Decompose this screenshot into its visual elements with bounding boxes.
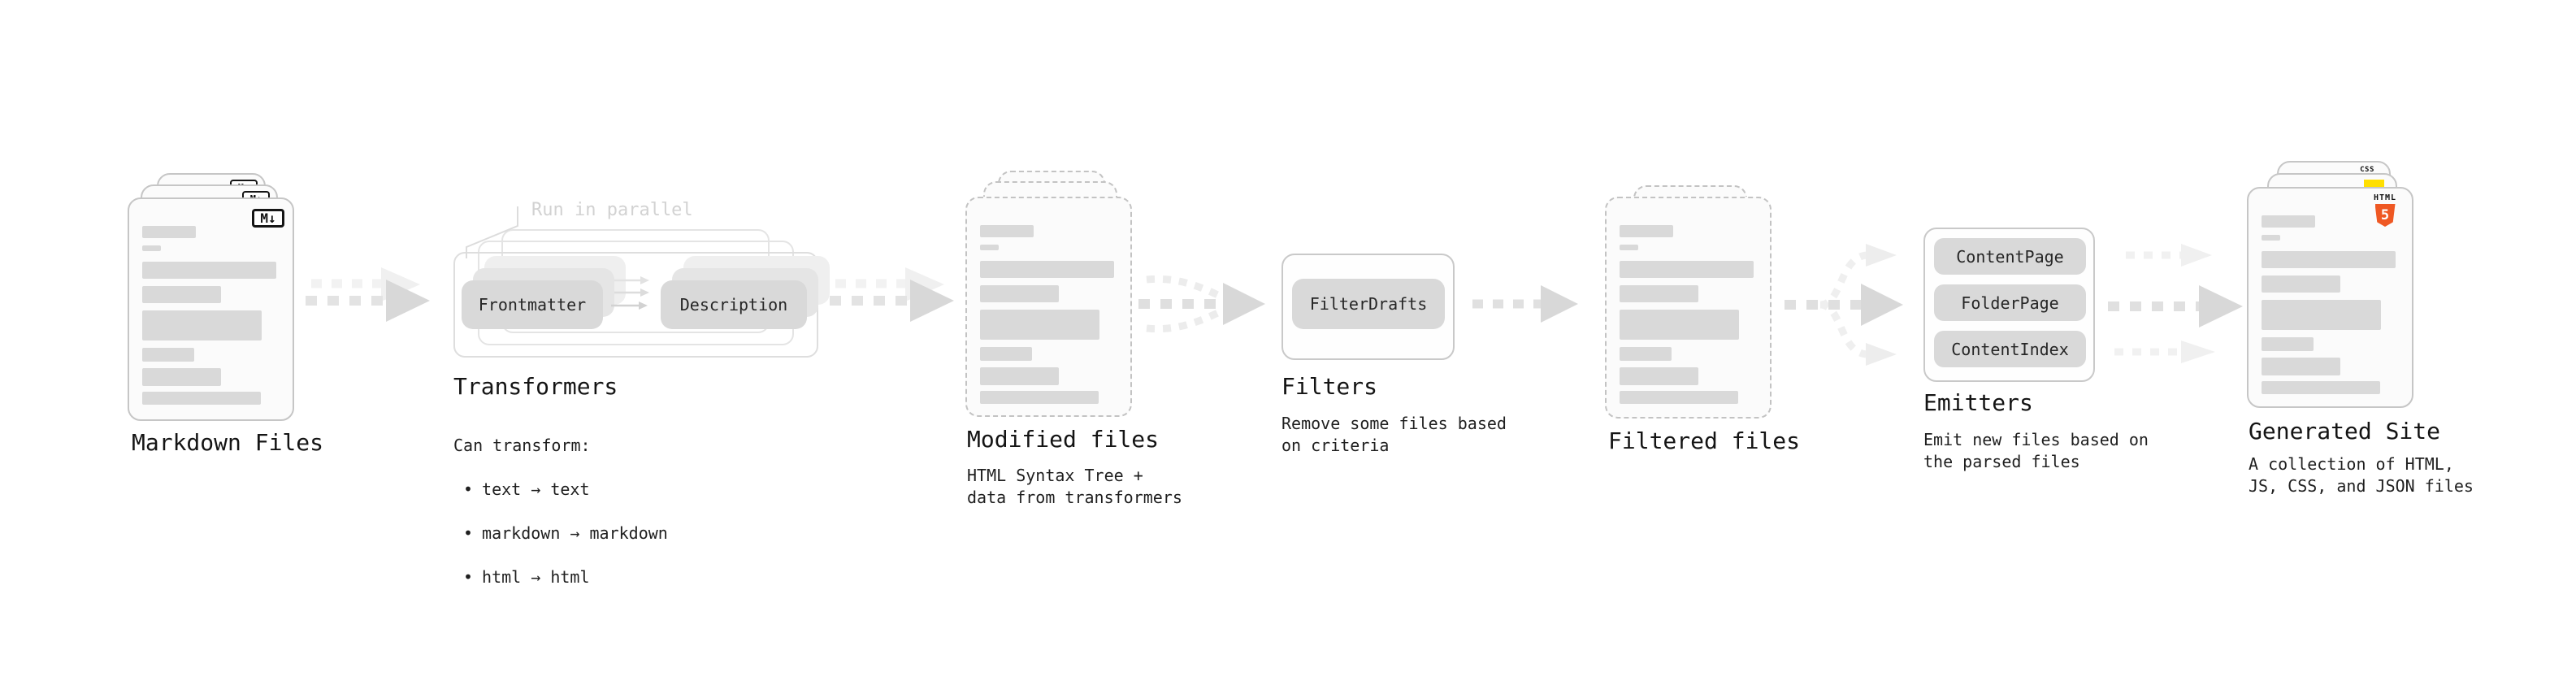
css-badge-text: CSS xyxy=(2360,166,2374,174)
placeholder-bar xyxy=(2262,381,2380,394)
modified-files-description: HTML Syntax Tree + data from transformer… xyxy=(967,466,1182,507)
placeholder-bar xyxy=(142,245,161,251)
placeholder-bar xyxy=(1620,310,1739,340)
placeholder-bar xyxy=(980,391,1099,404)
placeholder-bar xyxy=(1620,391,1738,404)
placeholder-bar xyxy=(2262,337,2314,351)
placeholder-bar xyxy=(1620,347,1672,361)
placeholder-bar xyxy=(980,310,1099,340)
generated-file-card-html: HTML 5 xyxy=(2247,187,2413,408)
emitters-description: Emit new files based on the parsed files xyxy=(1923,430,2149,471)
modified-file-card xyxy=(965,197,1132,417)
placeholder-bar xyxy=(142,348,194,362)
bullet-text: text → text xyxy=(482,479,590,499)
markdown-file-card: M↓ xyxy=(128,197,294,421)
placeholder-bar xyxy=(980,285,1059,302)
emitter-pill-contentpage: ContentPage xyxy=(1934,238,2086,275)
placeholder-bar xyxy=(2262,235,2280,241)
bullet-text: html → html xyxy=(482,567,590,587)
filters-description: Remove some files based on criteria xyxy=(1281,414,1507,455)
stage-title-emitters: Emitters xyxy=(1923,389,2033,416)
transform-bullet: • text → text xyxy=(453,479,668,501)
transform-bullet: • html → html xyxy=(453,566,668,588)
run-in-parallel-connector-line xyxy=(466,206,518,258)
placeholder-bar xyxy=(2262,300,2381,330)
placeholder-bar xyxy=(980,225,1034,237)
filtered-file-card xyxy=(1605,197,1772,419)
placeholder-bar xyxy=(2262,215,2315,228)
placeholder-bar xyxy=(1620,285,1698,302)
transformers-desc-heading: Can transform: xyxy=(453,436,591,455)
placeholder-bar xyxy=(2262,275,2340,293)
flow-arrow-modified-to-filters xyxy=(1138,275,1265,333)
placeholder-bar xyxy=(1620,367,1698,385)
markdown-icon: M↓ xyxy=(252,209,284,228)
flow-arrow-markdown-to-transformers xyxy=(306,267,430,322)
stage-title-generated-site: Generated Site xyxy=(2249,418,2441,445)
transformer-pill-frontmatter: Frontmatter xyxy=(462,280,603,329)
flow-arrow-filters-to-filtered xyxy=(1472,285,1578,323)
filter-pill-filterdrafts: FilterDrafts xyxy=(1292,279,1445,329)
emitter-pill-folderpage: FolderPage xyxy=(1934,284,2086,321)
placeholder-bar xyxy=(2262,358,2340,375)
document-content-placeholder xyxy=(142,199,276,405)
placeholder-bar xyxy=(980,261,1114,278)
document-content-placeholder xyxy=(2262,189,2396,394)
placeholder-bar xyxy=(1620,225,1673,237)
stage-title-filters: Filters xyxy=(1281,373,1378,400)
stage-title-transformers: Transformers xyxy=(453,373,618,400)
placeholder-bar xyxy=(2262,251,2396,268)
stage-title-filtered-files: Filtered files xyxy=(1608,427,1801,454)
placeholder-bar xyxy=(142,310,262,340)
stage-title-markdown-files: Markdown Files xyxy=(132,429,324,456)
bullet-dot: • xyxy=(463,479,474,499)
placeholder-bar xyxy=(142,286,221,303)
document-content-placeholder xyxy=(980,198,1114,404)
bullet-text: markdown → markdown xyxy=(482,523,668,543)
transformer-pill-description: Description xyxy=(661,280,807,329)
html5-icon: HTML 5 xyxy=(2366,194,2404,227)
bullet-dot: • xyxy=(463,523,474,543)
run-in-parallel-annotation: Run in parallel xyxy=(531,200,693,220)
transformers-description: Can transform: • text → text • markdown … xyxy=(453,413,668,610)
placeholder-bar xyxy=(980,245,999,250)
placeholder-bar xyxy=(142,262,276,279)
html5-icon-number: 5 xyxy=(2380,207,2390,223)
bullet-dot: • xyxy=(463,567,474,587)
placeholder-bar xyxy=(142,392,261,405)
flow-arrow-transformers-to-modified xyxy=(830,267,954,322)
flow-arrow-emitters-to-generated xyxy=(2108,244,2243,363)
placeholder-bar xyxy=(142,368,221,386)
placeholder-bar xyxy=(1620,261,1754,278)
transformer-inner-arrows xyxy=(611,276,649,310)
document-content-placeholder xyxy=(1620,198,1754,404)
generated-site-description: A collection of HTML, JS, CSS, and JSON … xyxy=(2249,454,2474,496)
stage-title-modified-files: Modified files xyxy=(967,426,1160,453)
emitter-pill-contentindex: ContentIndex xyxy=(1934,331,2086,367)
flow-arrow-filtered-to-emitters xyxy=(1785,244,1903,366)
placeholder-bar xyxy=(142,226,196,238)
placeholder-bar xyxy=(980,347,1032,361)
transform-bullet: • markdown → markdown xyxy=(453,523,668,544)
placeholder-bar xyxy=(1620,245,1638,250)
placeholder-bar xyxy=(980,367,1059,385)
html5-icon-word: HTML xyxy=(2373,193,2397,202)
